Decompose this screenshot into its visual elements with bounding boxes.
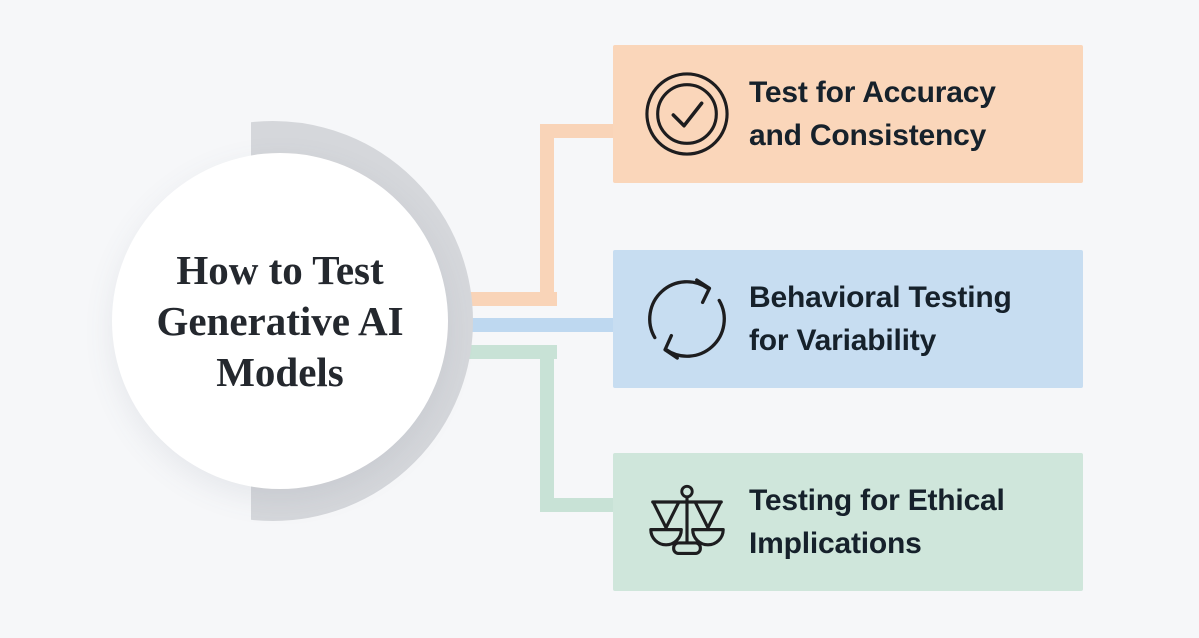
item-box-ethical: Testing for Ethical Implications xyxy=(613,453,1083,591)
item-label-accuracy-line-1: Test for Accuracy xyxy=(749,76,996,109)
item-label-accuracy: Test for Accuracy and Consistency xyxy=(749,71,996,157)
center-title-line-2: Generative AI xyxy=(156,297,404,344)
scales-icon-svg xyxy=(649,484,725,555)
center-title-line-3: Models xyxy=(216,348,344,395)
connector-behavioral xyxy=(430,318,614,332)
item-label-ethical-line-2: Implications xyxy=(749,527,922,560)
check-circle-icon-svg xyxy=(645,72,729,156)
scales-icon xyxy=(641,453,733,591)
center-circle: How to Test Generative AI Models xyxy=(112,153,448,489)
item-label-behavioral-line-1: Behavioral Testing xyxy=(749,281,1012,314)
item-label-behavioral-line-2: for Variability xyxy=(749,324,937,357)
connector-accuracy-to-box xyxy=(540,124,614,138)
connector-ethical-vertical xyxy=(540,345,554,512)
item-box-accuracy: Test for Accuracy and Consistency xyxy=(613,45,1083,183)
center-title-line-1: How to Test xyxy=(176,246,384,293)
half-ring-stroke xyxy=(251,121,473,521)
item-box-behavioral: Behavioral Testing for Variability xyxy=(613,250,1083,388)
item-label-ethical-line-1: Testing for Ethical xyxy=(749,484,1005,517)
center-title: How to Test Generative AI Models xyxy=(156,245,403,398)
item-label-ethical: Testing for Ethical Implications xyxy=(749,479,1005,565)
connector-accuracy-vertical xyxy=(540,124,554,306)
cycle-arrows-icon xyxy=(641,250,733,388)
item-label-behavioral: Behavioral Testing for Variability xyxy=(749,276,1012,362)
half-ring-arc xyxy=(251,121,473,521)
cycle-arrows-icon-svg xyxy=(648,278,726,360)
item-label-accuracy-line-2: and Consistency xyxy=(749,119,987,152)
check-circle-icon xyxy=(641,45,733,183)
connector-ethical-to-box xyxy=(540,498,614,512)
